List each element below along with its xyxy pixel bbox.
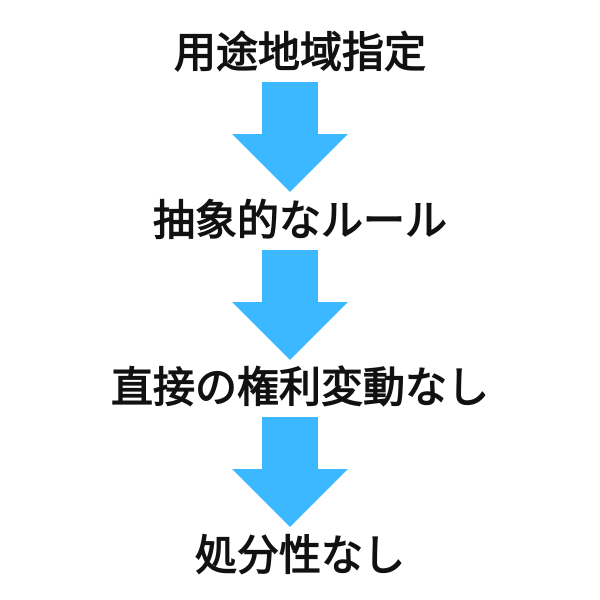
step-label-abstract-rule: 抽象的なルール (152, 196, 447, 245)
step-label-no-dispositiveness: 処分性なし (194, 531, 405, 580)
arrow-down-icon (232, 82, 348, 192)
step-label-no-direct-rights-change: 直接の権利変動なし (110, 363, 489, 412)
arrow-down-icon (232, 417, 348, 527)
arrow-down-icon (232, 250, 348, 360)
step-label-zoning-designation: 用途地域指定 (173, 28, 426, 77)
